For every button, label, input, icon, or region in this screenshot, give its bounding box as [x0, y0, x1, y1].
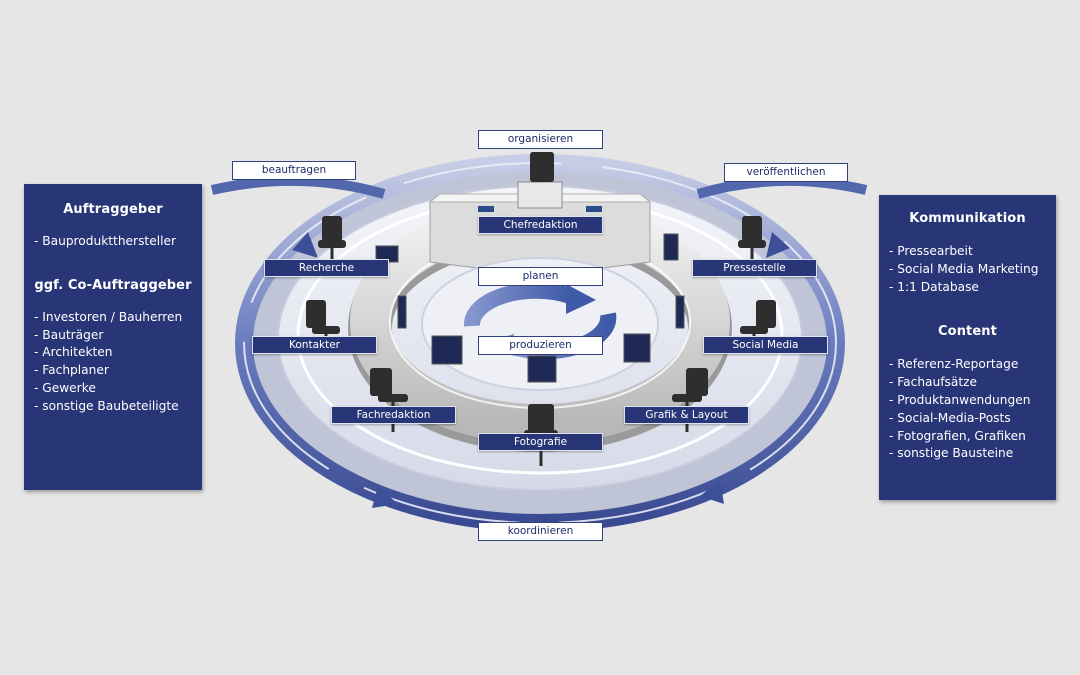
monitors — [375, 233, 685, 383]
veroeffentlichen-arrow — [696, 175, 868, 199]
label-veroeffentlichen: veröffentlichen — [724, 163, 848, 182]
station-pressestelle: Pressestelle — [692, 259, 817, 277]
station-kontakter: Kontakter — [252, 336, 377, 354]
content-list: - Referenz-Reportage - Fachaufsätze - Pr… — [889, 356, 1056, 463]
list-item: - Social-Media-Posts — [889, 410, 1011, 425]
label-koordinieren: koordinieren — [478, 522, 603, 541]
kommunikation-heading: Kommunikation — [909, 211, 1026, 226]
label-planen: planen — [478, 267, 603, 286]
list-item: - Fotografien, Grafiken — [889, 428, 1026, 443]
office-chairs — [306, 152, 776, 466]
beauftragen-arrow — [210, 175, 386, 199]
auftraggeber-list: - Bauproduktthersteller — [34, 233, 202, 251]
station-fachredaktion: Fachredaktion — [331, 406, 456, 424]
station-fotografie: Fotografie — [478, 433, 603, 451]
list-item: - 1:1 Database — [889, 279, 979, 294]
station-social-media: Social Media — [703, 336, 828, 354]
list-item: - Investoren / Bauherren — [34, 309, 183, 324]
list-item: - Architekten — [34, 345, 113, 360]
list-item: - Social Media Marketing — [889, 261, 1039, 276]
co-auftraggeber-list: - Investoren / Bauherren - Bauträger - A… — [34, 309, 202, 416]
list-item: - Pressearbeit — [889, 244, 973, 258]
list-item: - Gewerke — [34, 380, 96, 395]
auftraggeber-panel: Auftraggeber - Bauproduktthersteller ggf… — [24, 184, 202, 490]
list-item: - Fachaufsätze — [889, 375, 978, 390]
list-item: - sonstige Bausteine — [889, 446, 1014, 461]
list-item: - Fachplaner — [34, 363, 109, 378]
list-item: - Produktanwendungen — [889, 392, 1031, 407]
content-heading: Content — [938, 324, 997, 340]
list-item: - Bauträger — [34, 327, 104, 342]
label-organisieren: organisieren — [478, 130, 603, 149]
station-grafik-layout: Grafik & Layout — [624, 406, 749, 424]
list-item: - Bauproduktthersteller — [34, 234, 176, 248]
kommunikation-panel: Kommunikation - Pressearbeit - Social Me… — [879, 195, 1056, 500]
station-recherche: Recherche — [264, 259, 389, 277]
co-auftraggeber-heading: ggf. Co-Auftraggeber — [34, 277, 192, 293]
kommunikation-list: - Pressearbeit - Social Media Marketing … — [889, 243, 1056, 296]
list-item: - Referenz-Reportage — [889, 357, 1019, 372]
label-produzieren: produzieren — [478, 336, 603, 355]
label-beauftragen: beauftragen — [232, 161, 356, 180]
list-item: - sonstige Baubeteiligte — [34, 398, 179, 413]
station-chefredaktion: Chefredaktion — [478, 216, 603, 234]
auftraggeber-heading: Auftraggeber — [63, 202, 163, 217]
